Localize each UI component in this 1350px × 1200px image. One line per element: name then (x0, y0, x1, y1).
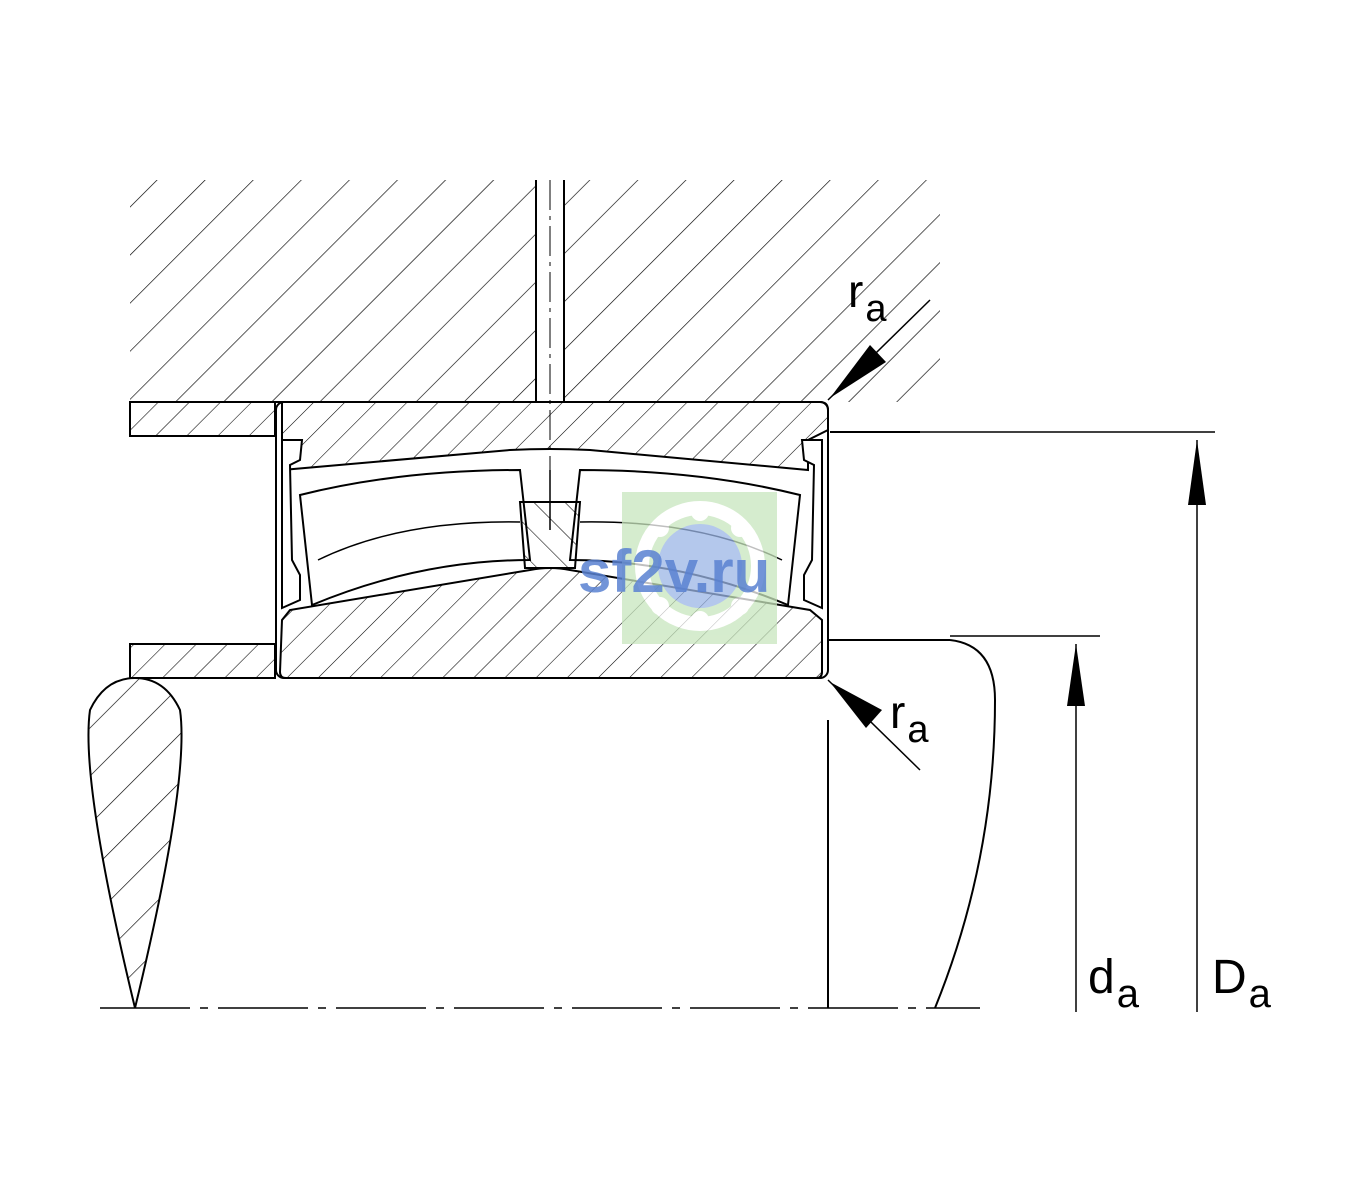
housing-shoulder (129, 401, 276, 437)
ra-top-label: ra (848, 265, 887, 330)
bearing-outline (275, 401, 829, 679)
Da-label: Da (1212, 951, 1272, 1016)
ra-bottom-label: ra (890, 686, 929, 751)
shaft-right-section (828, 639, 997, 1009)
da-label: da (1088, 951, 1140, 1016)
watermark-text: sf2v.ru (578, 538, 770, 605)
seal-left (281, 439, 304, 610)
da-dimension (1067, 644, 1085, 1012)
guide-ring (518, 470, 582, 569)
outer-ring (281, 401, 829, 472)
ra-bottom-leader (827, 679, 921, 771)
ra-top-leader (827, 299, 931, 401)
seal-right (800, 439, 823, 610)
lubrication-bore (535, 180, 565, 470)
shaft-shoulder (129, 643, 276, 679)
Da-dimension (1188, 440, 1206, 1012)
watermark-logo (622, 492, 777, 644)
shaft-left-section (87, 676, 183, 1009)
